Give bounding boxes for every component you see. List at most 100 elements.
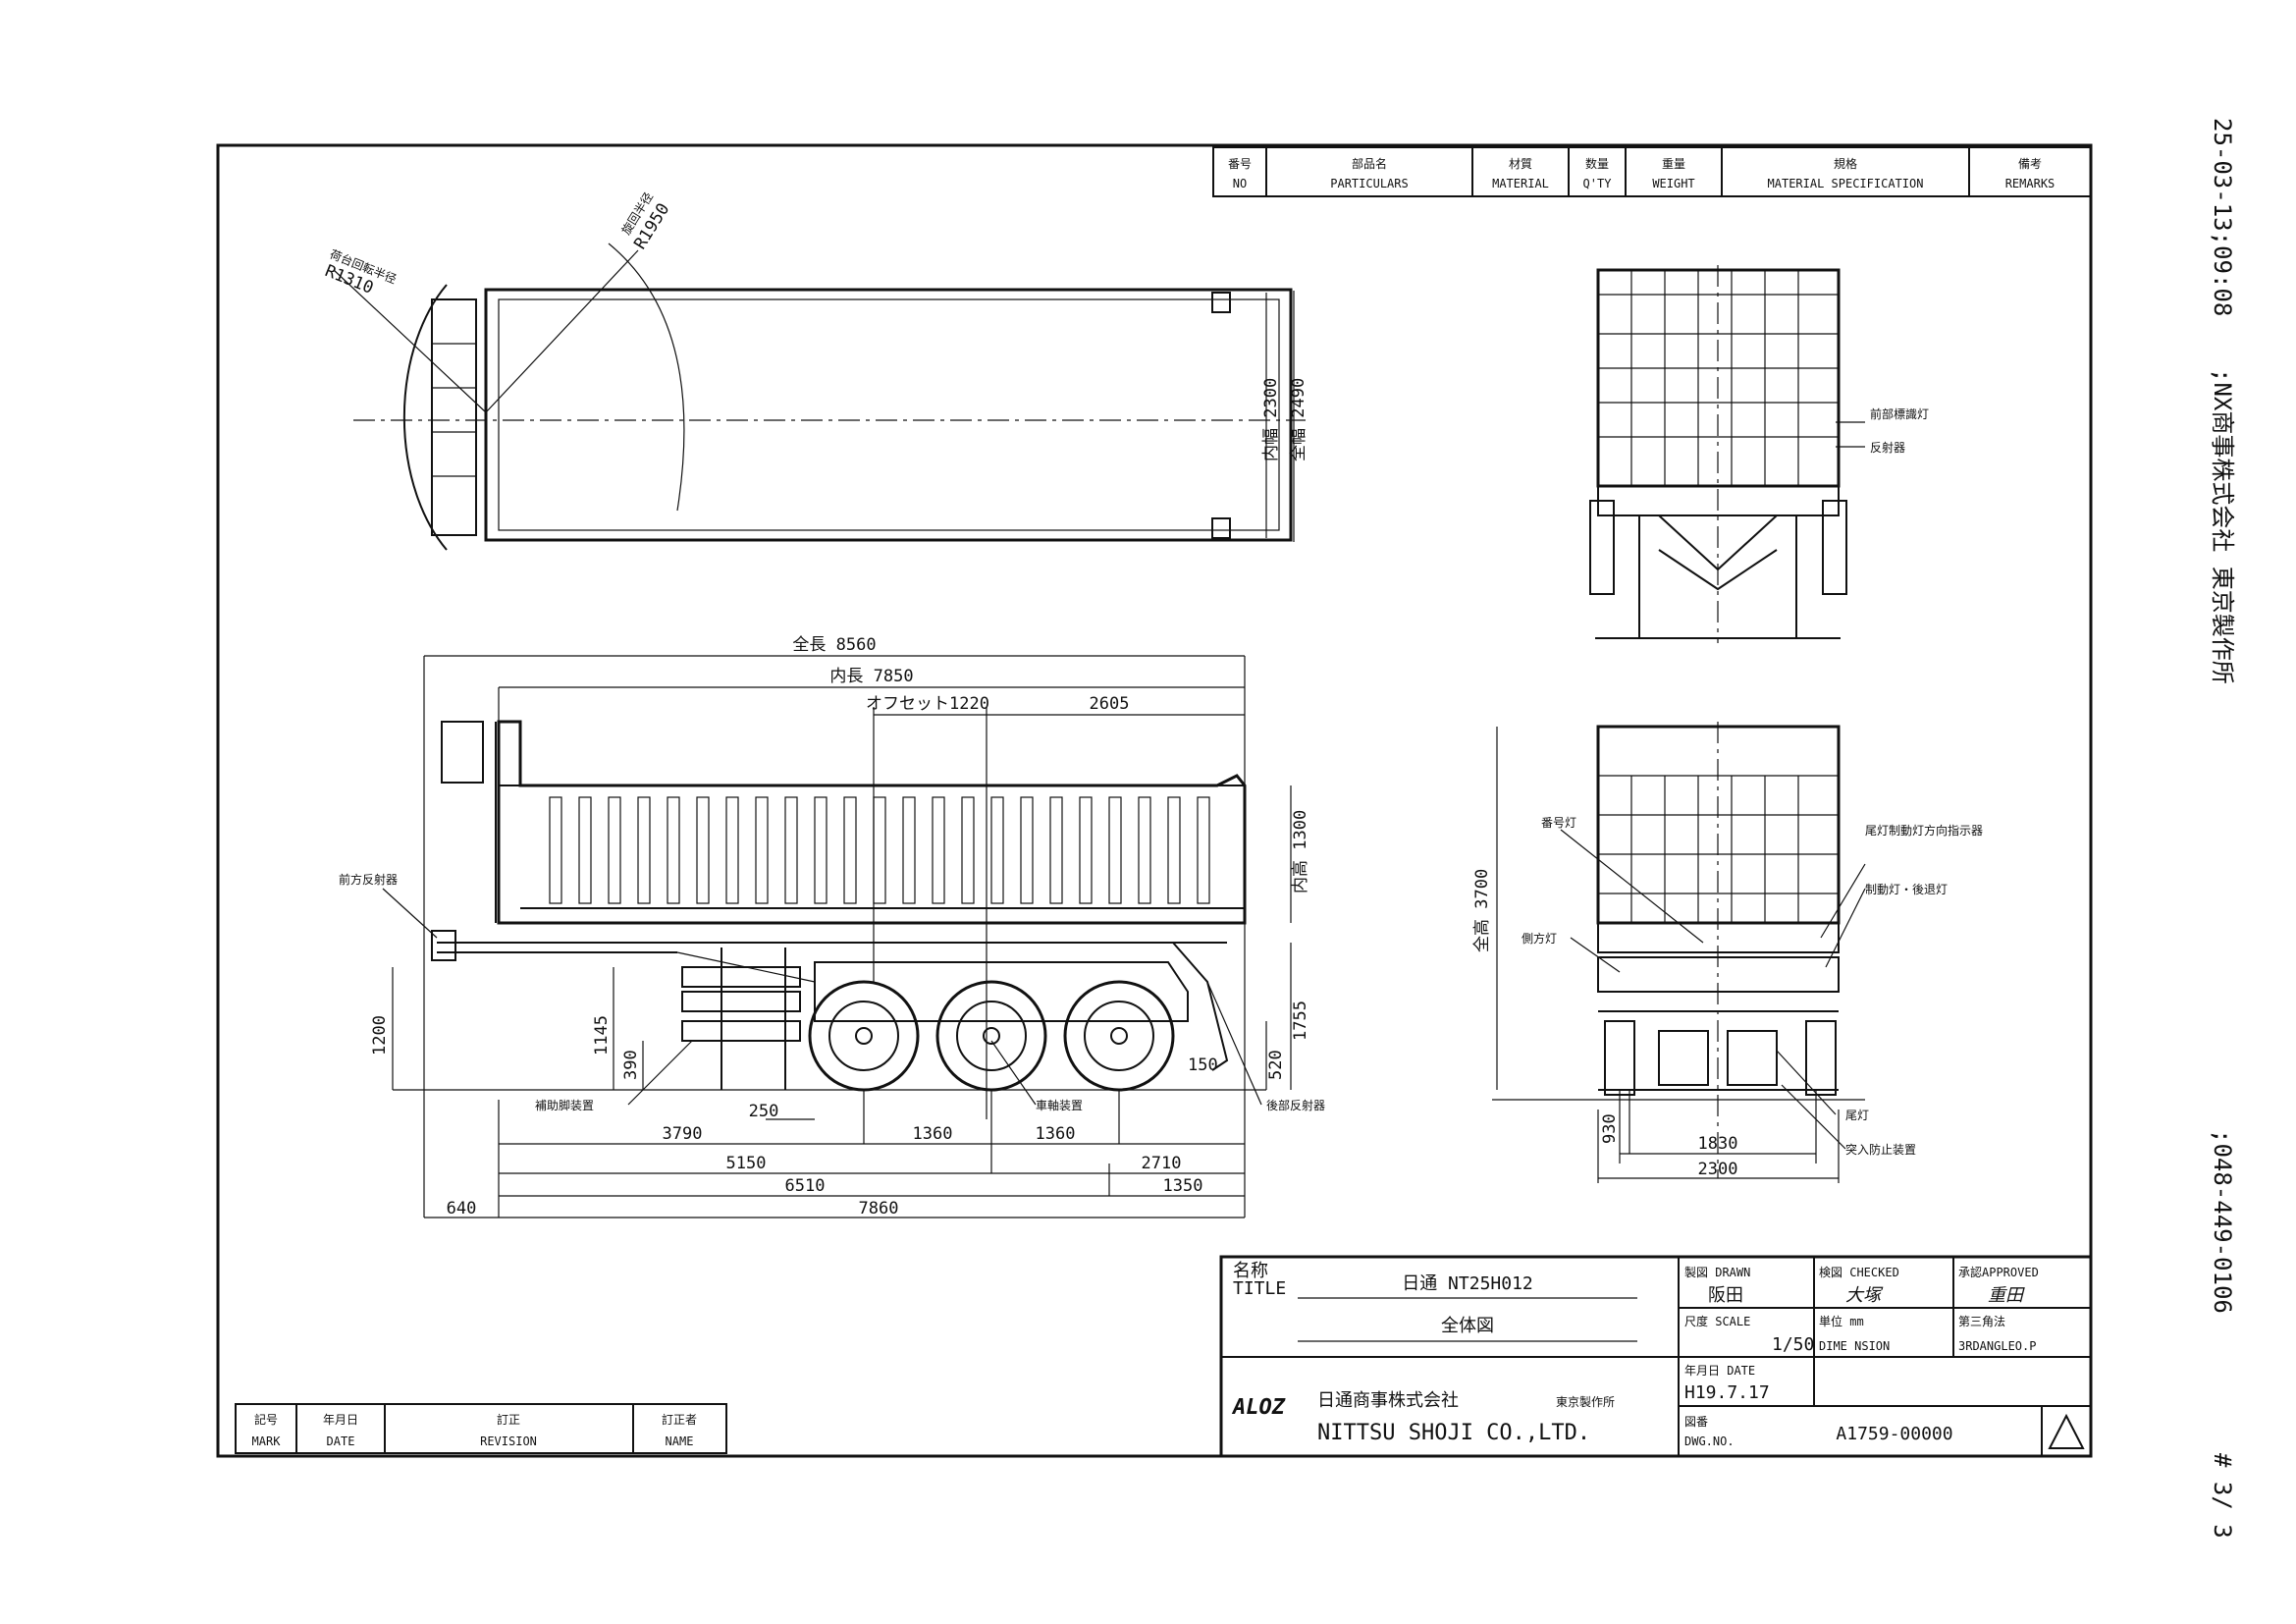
parts-col-particulars-jp: 部品名 — [1352, 156, 1387, 171]
side-dim-2605: 2605 — [1090, 694, 1130, 714]
parts-col-spec-jp: 規格 — [1834, 156, 1857, 171]
approved-by: 重田 — [1988, 1285, 2025, 1306]
company-branch: 東京製作所 — [1556, 1395, 1615, 1409]
dimension-label: 単位 mm — [1819, 1314, 1864, 1328]
side-dim-6510: 6510 — [785, 1176, 826, 1196]
side-dim-5150: 5150 — [726, 1154, 767, 1173]
checked-by: 大塚 — [1845, 1285, 1884, 1306]
title-line-2: 全体図 — [1441, 1316, 1494, 1336]
scale-value: 1/50 — [1772, 1334, 1814, 1355]
parts-col-weight-en: WEIGHT — [1652, 177, 1694, 190]
title-block: 名称 TITLE 日通 NT25H012 全体図 製図 DRAWN 阪田 検図 … — [1219, 1255, 2093, 1458]
fax-sender: ;NX商事株式会社 東京製作所 — [2209, 368, 2236, 684]
parts-col-qty-en: Q'TY — [1583, 177, 1613, 190]
company-logo: ALOZ — [1231, 1395, 1286, 1420]
sheet-border — [216, 143, 2093, 1458]
side-view: 全長 8560 内長 7850 オフセット1220 2605 — [339, 635, 1325, 1218]
projection-label: 第三角法 — [1958, 1315, 2005, 1328]
rev-date-en: DATE — [327, 1435, 355, 1448]
rev-mark-en: MARK — [252, 1435, 282, 1448]
rear-label-plate: 番号灯 — [1541, 816, 1576, 830]
side-dim-3790: 3790 — [663, 1124, 703, 1144]
rear-label-side: 側方灯 — [1522, 931, 1557, 946]
parts-col-weight-jp: 重量 — [1662, 157, 1685, 171]
parts-col-qty-jp: 数量 — [1585, 156, 1609, 171]
side-dim-640: 640 — [447, 1199, 477, 1218]
projection-value: 3RDANGLEO.P — [1958, 1339, 2036, 1353]
side-dim-7860: 7860 — [859, 1199, 899, 1218]
rev-name-en: NAME — [666, 1435, 694, 1448]
title-label-en: TITLE — [1233, 1278, 1286, 1299]
fax-number: ;048-449-0106 — [2209, 1129, 2236, 1314]
parts-col-no-jp: 番号 — [1228, 157, 1252, 171]
rear-dim-930: 930 — [1600, 1113, 1620, 1144]
date-label: 年月日 DATE — [1684, 1364, 1755, 1378]
company-name-jp: 日通商事株式会社 — [1317, 1390, 1459, 1411]
rear-dim-2300: 2300 — [1698, 1160, 1738, 1179]
side-dim-150: 150 — [1188, 1056, 1218, 1075]
side-overall-length: 全長 8560 — [792, 635, 876, 655]
rev-name-jp: 訂正者 — [662, 1412, 697, 1427]
checked-label: 検図 CHECKED — [1819, 1266, 1899, 1279]
rear-view: 全高 3700 930 1830 2300 番号灯 側方灯 尾灯制動灯方向指示器… — [1472, 722, 1983, 1183]
fax-page: # 3/ 3 — [2209, 1453, 2236, 1539]
top-view: 内幅 2300 全幅 2490 R1310 荷台回転半径 R1950 旋回半径 — [322, 189, 1308, 551]
side-dim-390: 390 — [621, 1050, 641, 1080]
drawn-by: 阪田 — [1708, 1285, 1743, 1306]
rev-revision-en: REVISION — [480, 1435, 537, 1448]
side-inner-height: 内高 1300 — [1291, 810, 1310, 893]
revision-table: 記号 MARK 年月日 DATE 訂正 REVISION 訂正者 NAME — [235, 1403, 727, 1454]
fax-timestamp: 25-03-13;09:08 — [2209, 118, 2236, 316]
side-label-axle: 車軸装置 — [1036, 1099, 1083, 1112]
approved-label: 承認APPROVED — [1958, 1265, 2039, 1279]
side-label-landing: 補助脚装置 — [535, 1098, 594, 1112]
side-dim-520: 520 — [1266, 1050, 1286, 1080]
drawn-label: 製図 DRAWN — [1684, 1266, 1750, 1279]
dwg-label-jp: 図番 — [1684, 1415, 1708, 1429]
rear-label-tail: 尾灯 — [1845, 1109, 1869, 1122]
top-overall-width: 全幅 2490 — [1289, 378, 1308, 461]
rev-revision-jp: 訂正 — [497, 1412, 520, 1427]
parts-col-material-en: MATERIAL — [1492, 177, 1549, 190]
rear-label-under: 突入防止装置 — [1845, 1142, 1916, 1157]
title-line-1: 日通 NT25H012 — [1402, 1273, 1533, 1294]
side-label-rear: 後部反射器 — [1266, 1098, 1325, 1112]
dwg-label-en: DWG.NO. — [1684, 1435, 1735, 1448]
company-name-en: NITTSU SHOJI CO.,LTD. — [1317, 1421, 1590, 1445]
rear-label-combo: 尾灯制動灯方向指示器 — [1865, 823, 1983, 838]
parts-col-particulars-en: PARTICULARS — [1330, 177, 1408, 190]
parts-table: 番号 NO 部品名 PARTICULARS 材質 MATERIAL 数量 Q'T… — [1212, 146, 2092, 197]
fax-header: 25-03-13;09:08 ;NX商事株式会社 東京製作所 ;048-449-… — [2209, 118, 2236, 1539]
front-view: 前部標識灯 反射器 — [1589, 265, 1929, 643]
side-dim-2710: 2710 — [1142, 1154, 1182, 1173]
rev-date-jp: 年月日 — [323, 1413, 358, 1427]
side-offset: オフセット1220 — [866, 694, 989, 714]
rev-mark-jp: 記号 — [254, 1412, 278, 1427]
side-inner-length: 内長 7850 — [829, 667, 913, 686]
parts-col-remarks-en: REMARKS — [2005, 177, 2056, 190]
revision-triangle — [2048, 1413, 2085, 1449]
parts-col-material-jp: 材質 — [1509, 156, 1532, 171]
top-inner-width: 内幅 2300 — [1261, 378, 1281, 461]
front-label-reflector: 反射器 — [1870, 440, 1905, 455]
side-dim-1350: 1350 — [1163, 1176, 1203, 1196]
side-dim-1145: 1145 — [592, 1015, 612, 1056]
rear-overall-height: 全高 3700 — [1472, 869, 1492, 952]
front-label-lamp: 前部標識灯 — [1870, 406, 1929, 421]
parts-col-spec-en: MATERIAL SPECIFICATION — [1768, 177, 1924, 190]
dimension-value: DIME NSION — [1819, 1339, 1890, 1353]
scale-label: 尺度 SCALE — [1684, 1314, 1750, 1328]
parts-col-no-en: NO — [1233, 177, 1247, 190]
dwg-number: A1759-00000 — [1836, 1424, 1952, 1444]
rear-dim-1830: 1830 — [1698, 1134, 1738, 1154]
parts-col-remarks-jp: 備考 — [2018, 156, 2042, 171]
side-dim-1360a: 1360 — [913, 1124, 953, 1144]
title-label-jp: 名称 — [1233, 1261, 1268, 1281]
side-dim-1755: 1755 — [1291, 1001, 1310, 1041]
side-dim-1200: 1200 — [370, 1015, 390, 1056]
date-value: H19.7.17 — [1684, 1382, 1770, 1403]
rear-label-stop: 制動灯・後退灯 — [1865, 883, 1948, 896]
side-label-front: 前方反射器 — [339, 872, 398, 887]
side-dim-250: 250 — [749, 1102, 779, 1121]
